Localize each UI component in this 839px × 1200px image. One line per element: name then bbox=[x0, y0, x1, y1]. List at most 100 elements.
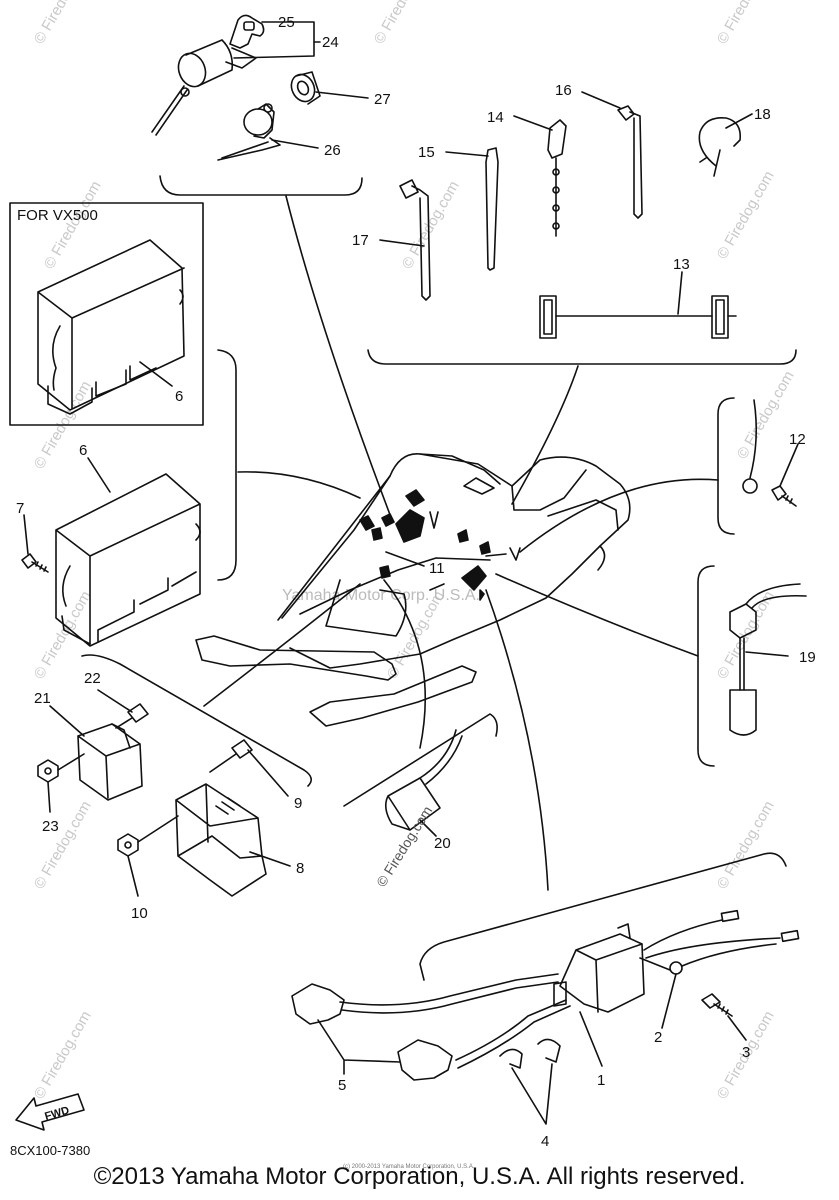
ski-right bbox=[309, 665, 477, 727]
watermark-9: © Firedog.com bbox=[31, 588, 95, 682]
fine-print: (c) 2000-2013 Yamaha Motor Corporation, … bbox=[343, 1164, 475, 1170]
ignitor-6 bbox=[55, 473, 201, 647]
watermark-4: © Firedog.com bbox=[41, 178, 105, 272]
bolt-9 bbox=[209, 739, 253, 773]
leader-21 bbox=[49, 705, 85, 737]
main-switch-body bbox=[177, 52, 207, 88]
leader-4 bbox=[511, 1063, 553, 1125]
copyright-notice: ©2013 Yamaha Motor Corporation, U.S.A. A… bbox=[93, 1163, 746, 1190]
ground-lead-group bbox=[717, 397, 799, 535]
stop-switch-body bbox=[243, 108, 273, 136]
nut-23 bbox=[37, 759, 59, 783]
leader-14 bbox=[513, 115, 553, 131]
leader-13 bbox=[677, 271, 683, 315]
clip-18 bbox=[698, 116, 742, 177]
callout-8: 8 bbox=[296, 860, 304, 877]
main-switch-key bbox=[229, 14, 265, 49]
callout-9: 9 bbox=[294, 795, 302, 812]
leader-26 bbox=[271, 139, 319, 149]
callout-21: 21 bbox=[34, 690, 51, 707]
group-bracket-left-mid bbox=[217, 349, 237, 581]
group-bracket-bottom bbox=[419, 852, 787, 981]
callout-19: 19 bbox=[799, 649, 816, 666]
nut-10 bbox=[117, 833, 139, 857]
harness-coupler-group bbox=[359, 489, 491, 601]
bolt-22 bbox=[115, 703, 149, 729]
callout-17: 17 bbox=[352, 232, 369, 249]
callout-12: 12 bbox=[789, 431, 806, 448]
leader-1 bbox=[579, 1011, 603, 1067]
ski-left bbox=[195, 635, 397, 681]
leader-27 bbox=[315, 91, 369, 99]
ground-lead-12 bbox=[749, 399, 758, 479]
callout-4: 4 bbox=[541, 1133, 549, 1150]
coupler-14 bbox=[547, 119, 567, 159]
callout-26: 26 bbox=[324, 142, 341, 159]
leader-9 bbox=[247, 749, 289, 797]
leader-24-25 bbox=[233, 21, 315, 59]
condenser-group bbox=[343, 713, 498, 837]
watermark-13: © Firedog.com bbox=[714, 798, 778, 892]
reference-leaders bbox=[203, 195, 719, 891]
watermark-3: © Firedog.com bbox=[714, 0, 778, 47]
callout-6: 6 bbox=[79, 442, 87, 459]
fwd-label: FWD bbox=[43, 1105, 70, 1123]
ignitor-vx500 bbox=[37, 239, 185, 411]
leader-11 bbox=[385, 551, 425, 567]
watermark-14: © Firedog.com bbox=[31, 1008, 95, 1102]
side-watermarks: © Firedog.com © Firedog.com © Firedog.co… bbox=[31, 0, 798, 1102]
stop-switch-group bbox=[697, 565, 807, 767]
plug-cap-upper bbox=[291, 983, 345, 1025]
group-bracket-right-top bbox=[717, 397, 735, 535]
vx500-frame bbox=[9, 202, 204, 426]
watermark-20: © Firedog.com bbox=[373, 803, 435, 890]
battery-lead-terminal-right bbox=[711, 295, 729, 339]
callout-13: 13 bbox=[673, 256, 690, 273]
leader-10 bbox=[127, 855, 139, 897]
ignition-coil-group bbox=[291, 852, 800, 1125]
watermark-1: © Firedog.com bbox=[31, 0, 95, 47]
group-bracket-right-mid bbox=[697, 565, 715, 767]
group-bracket-top-right bbox=[367, 349, 797, 365]
callout-3: 3 bbox=[742, 1044, 750, 1061]
leader-22 bbox=[97, 689, 133, 713]
watermark-2: © Firedog.com bbox=[371, 0, 435, 47]
group-bracket-top-left bbox=[159, 175, 363, 196]
bolt-7 bbox=[21, 553, 49, 573]
callout-22: 22 bbox=[84, 670, 101, 687]
leader-2 bbox=[661, 973, 677, 1029]
parts-diagram: © Firedog.com © Firedog.com © Firedog.co… bbox=[9, 0, 816, 1150]
battery-lead-terminal-left bbox=[539, 295, 557, 339]
watermark-6: © Firedog.com bbox=[714, 168, 778, 262]
bolt-12 bbox=[771, 485, 797, 507]
ht-lead-lower bbox=[455, 999, 567, 1061]
hood-outline bbox=[277, 453, 631, 669]
leader-5 bbox=[317, 1019, 401, 1075]
leader-19 bbox=[745, 651, 789, 657]
rectifier-group bbox=[37, 654, 312, 897]
callout-18: 18 bbox=[754, 106, 771, 123]
group-bracket-lower-left bbox=[81, 654, 312, 787]
band-17 bbox=[399, 179, 431, 301]
ignition-coil-1 bbox=[559, 933, 645, 1013]
vx500-box: FOR VX500 bbox=[9, 202, 204, 426]
leader-17 bbox=[379, 239, 425, 247]
callout-1: 1 bbox=[597, 1072, 605, 1089]
callout-2: 2 bbox=[654, 1029, 662, 1046]
ht-lead-upper bbox=[339, 973, 559, 1006]
watermark-5: © Firedog.com bbox=[399, 178, 463, 272]
leader-6-top bbox=[139, 361, 173, 387]
callout-10: 10 bbox=[131, 905, 148, 922]
leader-15 bbox=[445, 151, 489, 157]
callout-numbers: 1 2 3 4 5 6 6 7 8 9 10 11 12 13 14 15 16… bbox=[16, 14, 816, 1150]
diagram-code: 8CX100-7380 bbox=[10, 1143, 91, 1158]
callout-20: 20 bbox=[434, 835, 451, 852]
rectifier-21 bbox=[77, 723, 143, 801]
callout-11: 11 bbox=[429, 560, 445, 577]
callout-23: 23 bbox=[42, 818, 59, 835]
plug-cap-lower bbox=[397, 1039, 453, 1081]
band-15 bbox=[485, 147, 499, 271]
callout-6-top: 6 bbox=[175, 388, 183, 405]
main-switch-assembly bbox=[151, 14, 369, 196]
leader-3 bbox=[727, 1015, 747, 1041]
